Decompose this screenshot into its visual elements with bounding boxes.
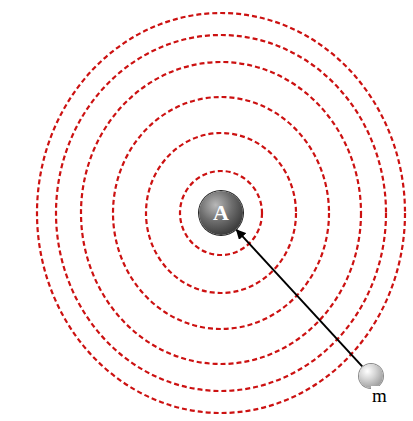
force-arrow — [237, 230, 363, 367]
field-ring — [56, 35, 386, 391]
mass-label: A — [213, 202, 229, 224]
mass-label: m — [371, 386, 388, 405]
central-mass: A — [199, 191, 243, 235]
test-mass: m — [359, 364, 383, 388]
field-ring — [37, 13, 405, 413]
mass-sphere — [359, 364, 383, 388]
field-ring — [180, 171, 262, 255]
